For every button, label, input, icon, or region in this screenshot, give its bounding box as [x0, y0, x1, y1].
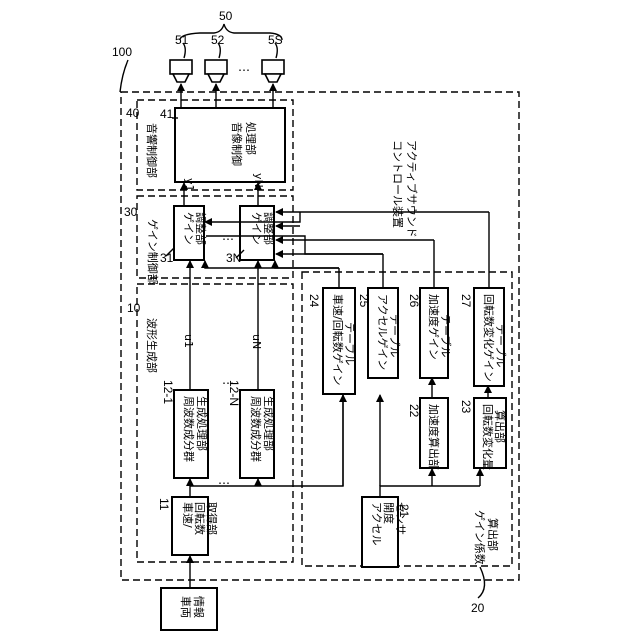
speaker-group-ref: 50 — [219, 9, 233, 23]
svg-text:回転数: 回転数 — [193, 502, 206, 535]
output-y1: y1 — [183, 178, 196, 192]
speaker-ellipsis: … — [238, 60, 250, 74]
svg-text:車速/回転数ゲイン: 車速/回転数ゲイン — [331, 294, 345, 386]
svg-text:処理部: 処理部 — [244, 122, 258, 155]
speaker-52: 52 — [205, 33, 227, 82]
speaker-52-ref: 52 — [211, 33, 225, 47]
svg-text:アクセルゲイン: アクセルゲイン — [376, 294, 389, 370]
sound-image-processor-ref: 41 — [160, 107, 174, 121]
svg-text:算出部: 算出部 — [493, 410, 507, 443]
gain-control-name: ゲイン制御部 — [146, 219, 160, 285]
gain-table-26-label: 加速度ゲイン テーブル — [427, 294, 453, 360]
speaker-group: 50 — [180, 9, 282, 40]
gain-table-27-ref: 27 — [459, 294, 473, 308]
svg-text:生成処理部: 生成処理部 — [195, 396, 209, 451]
svg-text:音響制御部: 音響制御部 — [145, 123, 159, 178]
svg-text:周波数成分群: 周波数成分群 — [249, 396, 263, 462]
output-un: uN — [250, 334, 263, 349]
sound-image-processor — [175, 108, 285, 182]
speed-rpm-acquirer-ref: 11 — [157, 498, 171, 511]
svg-text:テーブル: テーブル — [494, 324, 508, 367]
speaker-51: 51 — [170, 33, 192, 82]
accel-calculator-label: 加速度算出部 — [427, 404, 441, 470]
svg-text:取得部: 取得部 — [205, 502, 219, 535]
svg-text:ゲイン: ゲイン — [250, 212, 263, 245]
svg-text:加速度ゲイン: 加速度ゲイン — [427, 294, 441, 360]
svg-text:ゲイン: ゲイン — [182, 212, 195, 245]
svg-text:波形生成部: 波形生成部 — [145, 318, 159, 373]
svg-text:音像制御: 音像制御 — [230, 122, 244, 166]
device-ref-label: 100 — [112, 45, 132, 59]
svg-text:調整部: 調整部 — [262, 212, 276, 245]
svg-text:コントロール装置: コントロール装置 — [391, 140, 404, 228]
svg-text:ゲイン制御部: ゲイン制御部 — [146, 219, 160, 285]
svg-text:回転数変化ゲイン: 回転数変化ゲイン — [482, 294, 496, 382]
sound-control-name: 音響制御部 — [145, 123, 159, 178]
accel-calculator-ref: 22 — [407, 404, 421, 418]
svg-text:車速/: 車速/ — [181, 502, 195, 528]
waveform-name: 波形生成部 — [145, 318, 159, 373]
svg-text:テーブル: テーブル — [343, 322, 357, 365]
svg-text:車両: 車両 — [179, 596, 193, 618]
svg-text:算出部: 算出部 — [486, 518, 500, 551]
freq-generator-n-ref: 12-N — [227, 380, 241, 406]
gain-table-25-ref: 25 — [357, 294, 371, 308]
rpm-change-calculator-ref: 23 — [459, 400, 473, 414]
svg-text:アクセル: アクセル — [370, 502, 383, 545]
speaker-5s: 5S — [262, 33, 284, 82]
svg-text:ゲイン係数: ゲイン係数 — [473, 510, 486, 565]
gain-coef-name: ゲイン係数 算出部 — [473, 510, 500, 565]
svg-text:テーブル: テーブル — [439, 314, 453, 357]
speaker-5s-ref: 5S — [268, 33, 283, 47]
svg-text:テーブル: テーブル — [388, 314, 402, 357]
gain-adjuster-1-label: ゲイン 調整部 — [182, 212, 208, 245]
svg-text:回転数変化量: 回転数変化量 — [481, 404, 495, 470]
output-u1: u1 — [182, 334, 195, 348]
waveform-ref: 10 — [127, 301, 141, 315]
svg-text:周波数成分群: 周波数成分群 — [182, 396, 196, 462]
svg-text:調整部: 調整部 — [194, 212, 208, 245]
gain-adjuster-n-ref: 3N — [226, 251, 241, 265]
gain-table-26-ref: 26 — [407, 294, 421, 308]
bus-ellipsis: … — [218, 473, 230, 487]
gain-adjuster-1-ref: 31 — [160, 251, 174, 265]
device-ref-leader — [120, 60, 128, 92]
svg-text:生成処理部: 生成処理部 — [262, 396, 276, 451]
gain-table-24-ref: 24 — [307, 294, 321, 308]
svg-text:アクティブサウンド: アクティブサウンド — [405, 140, 419, 238]
accel-sensor-ref: 21 — [397, 504, 411, 518]
vehicle-info-label: 車両 情報 — [179, 596, 205, 618]
speaker-51-ref: 51 — [175, 33, 189, 47]
gain-coef-ref: 20 — [471, 601, 485, 615]
sound-control-ref: 40 — [126, 106, 140, 120]
freq-generator-1-ref: 12-1 — [161, 380, 175, 404]
gain-control-ref: 30 — [124, 205, 138, 219]
device-name: アクティブサウンド コントロール装置 — [391, 140, 419, 238]
gain-adjuster-n-label: ゲイン 調整部 — [250, 212, 276, 245]
svg-text:情報: 情報 — [192, 596, 205, 618]
svg-text:開度: 開度 — [382, 502, 396, 524]
svg-text:加速度算出部: 加速度算出部 — [427, 404, 441, 470]
